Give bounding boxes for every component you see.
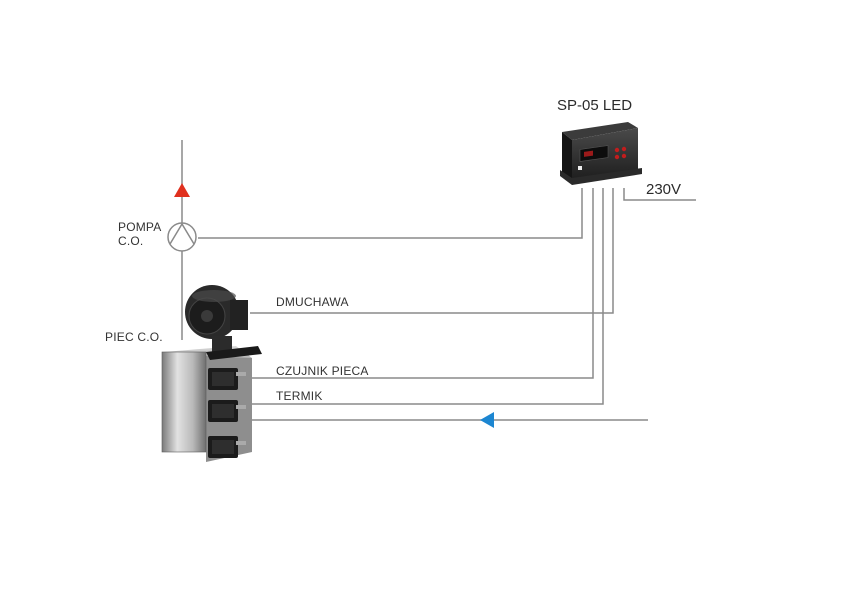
boiler-icon [161,346,252,462]
thermostat-wire [250,188,604,405]
red-triangle-up-icon [174,183,190,197]
boiler-sensor-label: CZUJNIK PIECA [276,364,369,378]
pump-wire [198,188,583,239]
blower-label: DMUCHAWA [276,295,349,309]
blower-wire [250,188,614,314]
boiler-label: PIEC C.O. [105,330,163,344]
blue-triangle-left-icon [480,412,494,428]
blower-fan-icon [185,285,262,360]
pump-label-line1: POMPA [118,220,162,234]
power-wire [623,188,696,201]
controller-title: SP-05 LED [557,97,633,114]
thermostat-label: TERMIK [276,389,323,403]
pump-label-line2: C.O. [118,234,144,248]
pump-label: POMPA C.O. [118,220,161,248]
controller-device-icon [560,122,642,185]
pump-symbol-icon [167,222,197,252]
wires [181,140,696,421]
power-label: 230V [646,181,682,198]
boiler-sensor-wire [250,188,594,379]
